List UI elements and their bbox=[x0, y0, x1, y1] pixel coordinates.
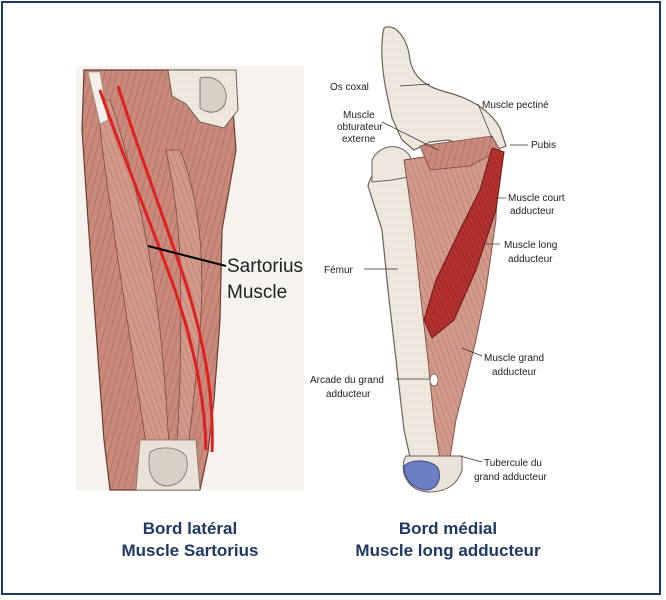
label-pectine: Muscle pectiné bbox=[482, 100, 549, 111]
label-arcade-1: Arcade du grand bbox=[310, 375, 384, 386]
caption-left-line1: Bord latéral bbox=[142, 519, 238, 538]
label-arcade-2: adducteur bbox=[326, 389, 371, 400]
label-obturateur-1: Muscle bbox=[343, 110, 375, 121]
caption-right-line2: Muscle long adducteur bbox=[355, 541, 541, 560]
femur-illustration bbox=[364, 26, 528, 493]
caption-left-line2: Muscle Sartorius bbox=[121, 541, 259, 560]
thigh-illustration bbox=[76, 66, 304, 491]
label-pubis: Pubis bbox=[531, 140, 556, 151]
label-tubercule-2: grand adducteur bbox=[474, 472, 548, 483]
label-femur: Fémur bbox=[324, 265, 354, 276]
label-long-1: Muscle long bbox=[504, 240, 557, 251]
label-court-2: adducteur bbox=[510, 206, 555, 217]
label-obturateur-3: externe bbox=[342, 134, 376, 145]
label-court-1: Muscle court bbox=[508, 193, 565, 204]
caption-right: Bord médial Muscle long adducteur bbox=[318, 518, 578, 562]
label-os-coxal: Os coxal bbox=[330, 82, 369, 93]
label-grand-1: Muscle grand bbox=[484, 353, 544, 364]
label-long-2: adducteur bbox=[508, 254, 553, 265]
caption-left: Bord latéral Muscle Sartorius bbox=[60, 518, 320, 562]
sartorius-label-line2: Muscle bbox=[227, 282, 287, 303]
label-grand-2: adducteur bbox=[492, 367, 537, 378]
label-tubercule-1: Tubercule du bbox=[484, 458, 542, 469]
label-obturateur-2: obturateur bbox=[337, 122, 383, 133]
sartorius-label-line1: Sartorius bbox=[227, 256, 303, 277]
caption-right-line1: Bord médial bbox=[398, 519, 498, 538]
